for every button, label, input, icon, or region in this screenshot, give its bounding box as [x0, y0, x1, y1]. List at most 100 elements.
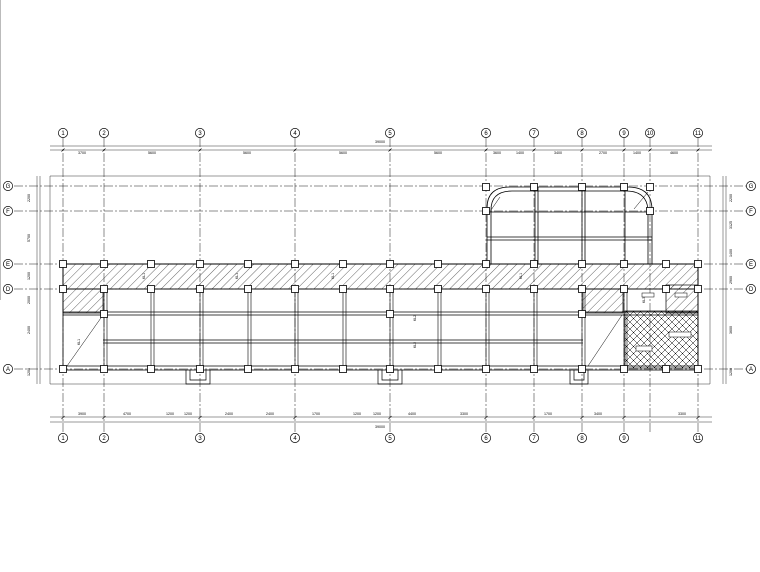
dimension-text: 3125 [729, 221, 733, 229]
column [339, 365, 347, 373]
column [59, 285, 67, 293]
column [434, 365, 442, 373]
column [530, 183, 538, 191]
column [530, 260, 538, 268]
stair-note-boxes [635, 292, 692, 352]
column [386, 310, 394, 318]
column [100, 285, 108, 293]
axis-bubble-circle [481, 128, 491, 138]
crosshatch-stair-area [624, 310, 699, 369]
axis-bubble-left: D [3, 284, 13, 294]
dimension-text: 1200 [184, 412, 192, 416]
axis-label: 4 [293, 131, 297, 137]
column [482, 285, 490, 293]
axis-bubble-circle [577, 128, 587, 138]
dimension-text: 2400 [266, 412, 274, 416]
column [578, 285, 586, 293]
column [196, 260, 204, 268]
axis-label: D [6, 287, 11, 293]
axis-label: 9 [622, 131, 626, 137]
column [662, 285, 670, 293]
axis-bubble-top: 6 [481, 128, 491, 138]
dimension-text: 1700 [312, 412, 320, 416]
column [694, 285, 702, 293]
column [694, 365, 702, 373]
axis-bubble-bottom: 9 [619, 433, 629, 443]
axis-bubble-circle [746, 259, 756, 269]
axis-label: 5 [388, 131, 392, 137]
column [147, 260, 155, 268]
beam-label: KL1 [77, 339, 81, 345]
column [482, 260, 490, 268]
axis-bubble-circle [645, 128, 655, 138]
column [482, 207, 490, 215]
hatched-right-opening [582, 288, 624, 314]
columns [59, 183, 702, 373]
column [482, 183, 490, 191]
axis-bubble-circle [99, 433, 109, 443]
dimension-text: 1400 [633, 151, 641, 155]
axis-label: E [6, 262, 10, 268]
dimension-text: 5600 [434, 151, 442, 155]
column [578, 260, 586, 268]
beam-label: KL1 [235, 273, 239, 279]
axis-label: 7 [532, 436, 536, 442]
axis-bubble-bottom: 7 [529, 433, 539, 443]
axis-label: 3 [198, 131, 202, 137]
column [386, 285, 394, 293]
axis-bubble-top: 7 [529, 128, 539, 138]
axis-label: G [6, 184, 11, 190]
beam-label: KL1 [519, 273, 523, 279]
column [620, 183, 628, 191]
diagonal-marks [66, 191, 649, 367]
column [100, 260, 108, 268]
axis-label: 11 [695, 436, 702, 442]
axis-bubble-circle [195, 433, 205, 443]
axis-label: 7 [532, 131, 536, 137]
column [59, 260, 67, 268]
column [620, 365, 628, 373]
dimension-text: 2400 [27, 326, 31, 334]
column [196, 365, 204, 373]
axis-bubble-bottom: 3 [195, 433, 205, 443]
dimension-text: 2900 [729, 276, 733, 284]
axis-label: F [6, 209, 10, 215]
axis-bubble-circle [385, 433, 395, 443]
column [339, 260, 347, 268]
axis-bubble-circle [529, 433, 539, 443]
beam-label: KL2 [413, 342, 417, 348]
column [386, 365, 394, 373]
axis-bubble-circle [577, 433, 587, 443]
axis-label: 6 [484, 436, 488, 442]
beam-label: KL3 [642, 297, 646, 303]
dimension-text: 1200 [373, 412, 381, 416]
axis-label: 8 [580, 436, 584, 442]
secondary-beams [103, 289, 628, 366]
column [339, 285, 347, 293]
axis-bubble-top: 5 [385, 128, 395, 138]
axis-bubble-right: D [746, 284, 756, 294]
axis-label: 8 [580, 131, 584, 137]
dimension-text: 5600 [339, 151, 347, 155]
axis-label: 10 [647, 131, 654, 137]
column [147, 365, 155, 373]
dimension-text: 4600 [670, 151, 678, 155]
column [646, 183, 654, 191]
axis-bubble-circle [290, 128, 300, 138]
axis-bubble-circle [619, 433, 629, 443]
dimension-text: 1700 [544, 412, 552, 416]
column [100, 365, 108, 373]
dimension-text: 1400 [729, 249, 733, 257]
axis-bubble-left: G [3, 181, 13, 191]
column [434, 260, 442, 268]
column [530, 285, 538, 293]
axis-bubble-right: A [746, 364, 756, 374]
axis-bubble-bottom: 8 [577, 433, 587, 443]
dimension-text: 2200 [27, 194, 31, 202]
axis-label: D [749, 287, 754, 293]
hatched-far-right [665, 284, 699, 314]
